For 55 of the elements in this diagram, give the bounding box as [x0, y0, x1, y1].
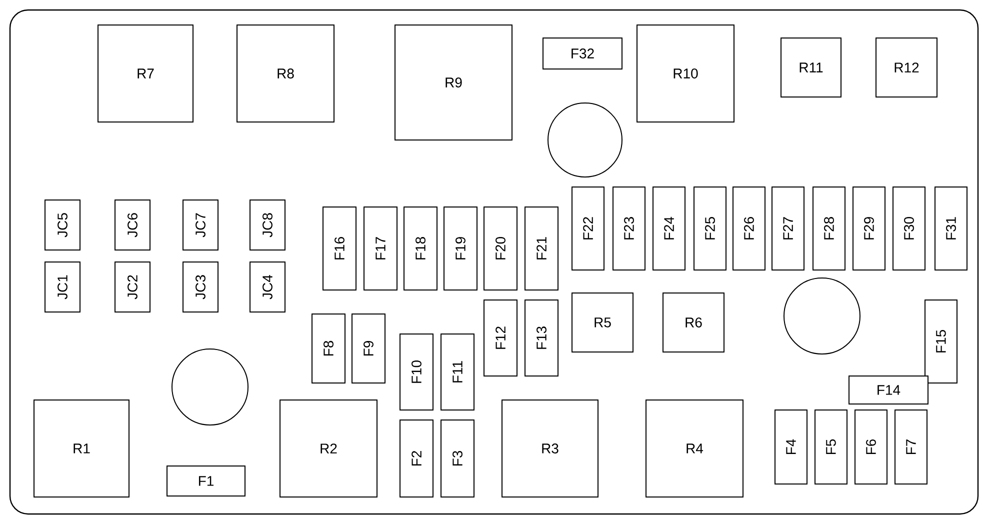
fuse-box: F19 [444, 206, 478, 290]
fuse-box: F9 [352, 314, 386, 384]
fuse-box: F22 [572, 186, 604, 270]
fuse-box: F27 [772, 186, 804, 270]
fuse-box: F14 [848, 376, 928, 404]
relay-box: R5 [572, 292, 634, 352]
fuse-box: F2 [400, 420, 434, 498]
fuse-box: F32 [542, 38, 622, 70]
fuse-box: JC2 [114, 262, 150, 312]
mounting-hole [548, 102, 622, 178]
fuse-box: F24 [652, 186, 686, 270]
fuse-box: F30 [892, 186, 926, 270]
relay-box: R2 [280, 400, 378, 498]
fuse-box: F6 [854, 410, 888, 484]
relay-box: R11 [780, 38, 842, 98]
relay-box: R10 [636, 24, 734, 122]
relay-box: R6 [662, 292, 724, 352]
fuse-box: F25 [694, 186, 726, 270]
fuse-box: F3 [440, 420, 474, 498]
fuse-box: F29 [852, 186, 886, 270]
fuse-box: JC8 [250, 200, 286, 250]
relay-box: R3 [502, 400, 598, 498]
fuse-box: JC7 [182, 200, 218, 250]
fuse-box: F21 [524, 206, 558, 290]
fuse-box: F11 [440, 334, 474, 410]
fuse-box: F16 [322, 206, 356, 290]
fuse-box: F1 [166, 466, 246, 496]
fuse-box: F23 [612, 186, 646, 270]
relay-box: R12 [876, 38, 938, 98]
relay-box: R9 [394, 24, 512, 140]
fuse-box: F15 [924, 300, 958, 384]
fuse-box: F31 [934, 186, 968, 270]
fuse-box: F7 [894, 410, 928, 484]
fuse-box: JC3 [182, 262, 218, 312]
mounting-hole [784, 278, 860, 354]
fuse-box: F26 [732, 186, 766, 270]
fuse-box: F10 [400, 334, 434, 410]
fuse-box: F18 [404, 206, 438, 290]
fuse-box: F13 [524, 300, 558, 376]
fuse-box: F28 [812, 186, 846, 270]
fuse-box: F8 [312, 314, 346, 384]
relay-box: R4 [646, 400, 744, 498]
fuse-box: F20 [484, 206, 518, 290]
fuse-box: JC4 [250, 262, 286, 312]
fuse-box: JC5 [44, 200, 80, 250]
fuse-box: JC1 [44, 262, 80, 312]
fuse-box: F4 [774, 410, 808, 484]
relay-box: R8 [236, 24, 334, 122]
fuse-box: F5 [814, 410, 848, 484]
relay-box: R1 [34, 400, 130, 498]
fuse-box: JC6 [114, 200, 150, 250]
relay-box: R7 [98, 24, 194, 122]
fuse-box: F12 [484, 300, 518, 376]
mounting-hole [172, 348, 248, 426]
fuse-box: F17 [364, 206, 398, 290]
